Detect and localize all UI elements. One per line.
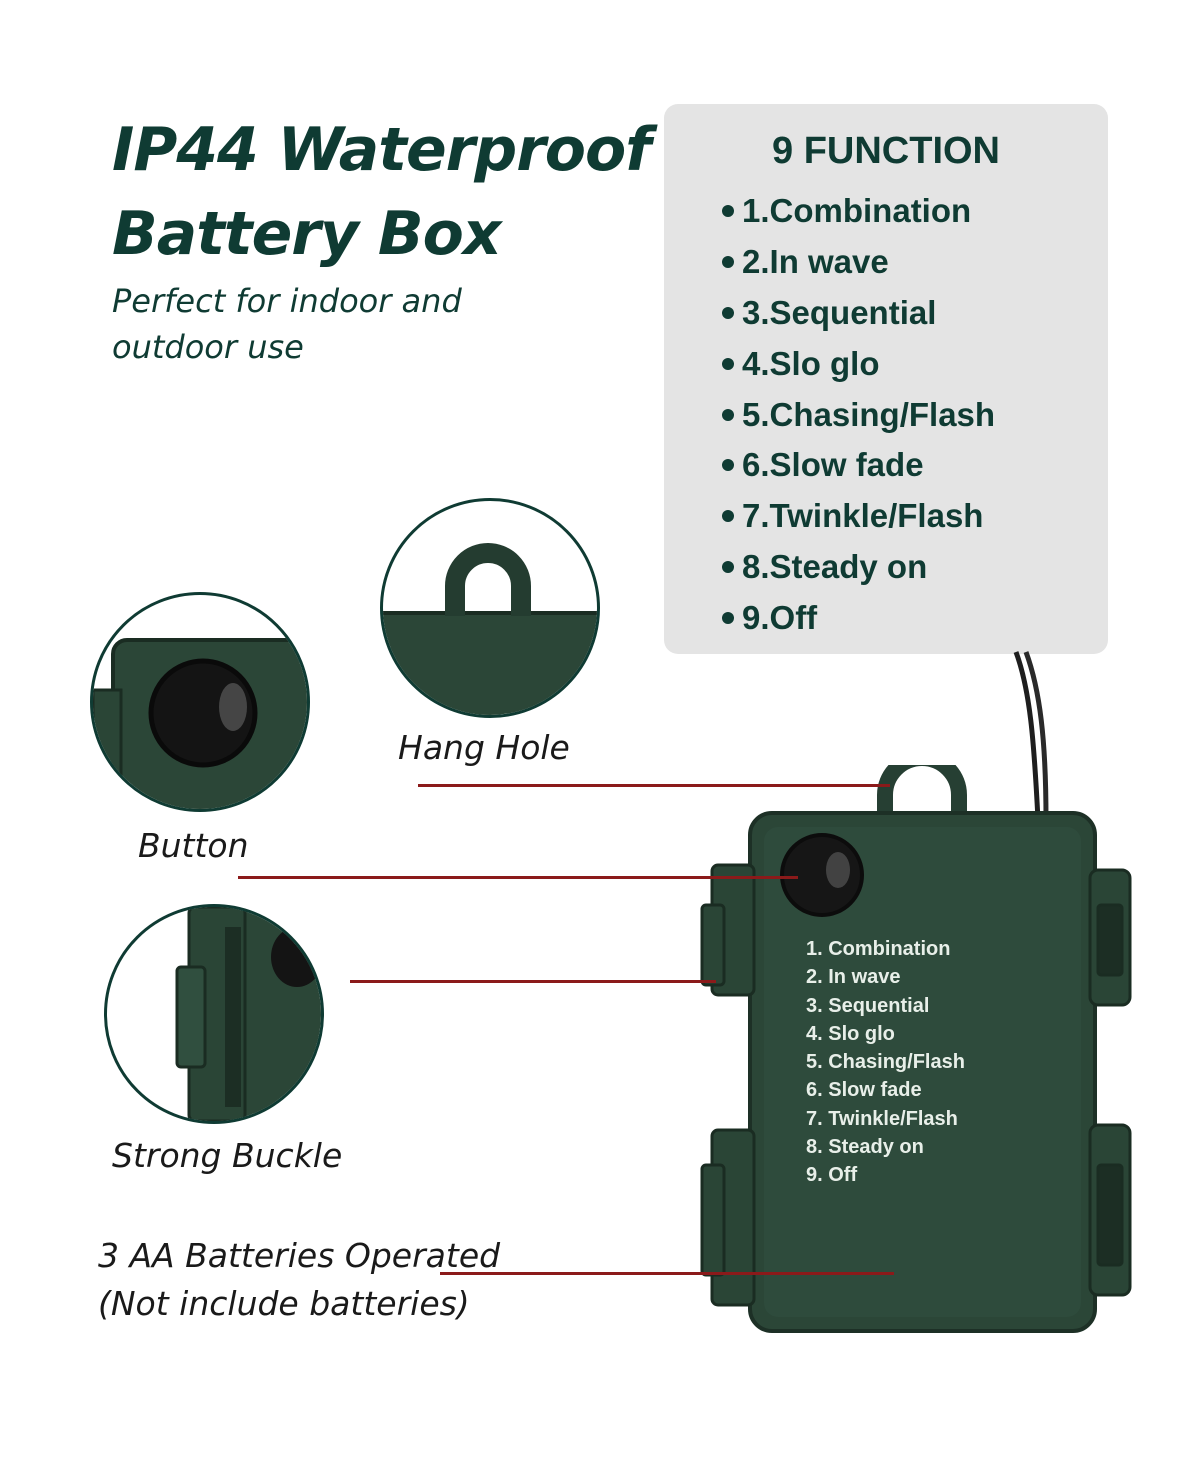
hang-hole-zoom-circle [380, 498, 600, 718]
function-item: 5.Chasing/Flash [722, 389, 995, 440]
button-zoom-image [93, 638, 307, 809]
button-label: Button [138, 826, 249, 865]
bullet-icon [722, 306, 734, 319]
wires-graphic [1013, 651, 1049, 821]
button-leader-line [238, 876, 798, 879]
battery-box-image [700, 765, 1132, 1333]
hang-hole-zoom-image [383, 543, 597, 715]
button-zoom-circle [90, 592, 310, 812]
batteries-leader-line [440, 1272, 894, 1275]
bullet-icon [722, 510, 734, 523]
function-item: 1.Combination [722, 186, 995, 237]
batteries-label-line-2: (Not include batteries) [98, 1284, 470, 1323]
subtitle: Perfect for indoor and outdoor use [112, 278, 592, 370]
title-line-1: IP44 Waterproof [112, 115, 651, 185]
box-label-line: 4. Slo glo [806, 1022, 895, 1045]
function-item: 8.Steady on [722, 542, 995, 593]
box-label-line: 3. Sequential [806, 994, 930, 1017]
function-item: 4.Slo glo [722, 338, 995, 389]
bullet-icon [722, 205, 734, 218]
hang-hole-loop [877, 765, 967, 820]
function-item: 9.Off [722, 592, 995, 643]
batteries-label-line-1: 3 AA Batteries Operated [98, 1236, 501, 1275]
button-graphic [780, 833, 864, 917]
buckle-leader-line [350, 980, 716, 983]
hang-hole-label: Hang Hole [398, 728, 570, 767]
buckle-zoom-image [175, 907, 321, 1121]
box-label-line: 7. Twinkle/Flash [806, 1107, 958, 1130]
function-item: 7.Twinkle/Flash [722, 491, 995, 542]
hang-hole-leader-line [418, 784, 890, 787]
bullet-icon [722, 256, 734, 269]
functions-list: 1.Combination 2.In wave 3.Sequential 4.S… [722, 186, 995, 643]
bullet-icon [722, 560, 734, 573]
batteries-label: 3 AA Batteries Operated (Not include bat… [98, 1232, 500, 1328]
box-label-line: 5. Chasing/Flash [806, 1051, 965, 1074]
bullet-icon [722, 357, 734, 370]
title-line-2: Battery Box [112, 199, 502, 269]
strong-buckle-label: Strong Buckle [112, 1136, 343, 1175]
buckle-zoom-circle [104, 904, 324, 1124]
box-label-line: 6. Slow fade [806, 1079, 922, 1102]
box-printed-label: 1. Combination 2. In wave 3. Sequential … [806, 935, 965, 1190]
function-item: 2.In wave [722, 237, 995, 288]
functions-panel: 9 FUNCTION 1.Combination 2.In wave 3.Seq… [664, 104, 1108, 654]
box-label-line: 2. In wave [806, 966, 901, 989]
box-label-line: 8. Steady on [806, 1136, 924, 1159]
page-title: IP44 Waterproof Battery Box [112, 108, 672, 276]
function-item: 6.Slow fade [722, 440, 995, 491]
bullet-icon [722, 459, 734, 472]
functions-title: 9 FUNCTION [772, 130, 1000, 172]
bullet-icon [722, 408, 734, 421]
bullet-icon [722, 611, 734, 624]
box-label-line: 9. Off [806, 1164, 858, 1187]
subtitle-line-1: Perfect for indoor and [112, 282, 462, 320]
box-label-line: 1. Combination [806, 938, 951, 960]
subtitle-line-2: outdoor use [112, 328, 304, 366]
function-item: 3.Sequential [722, 288, 995, 339]
